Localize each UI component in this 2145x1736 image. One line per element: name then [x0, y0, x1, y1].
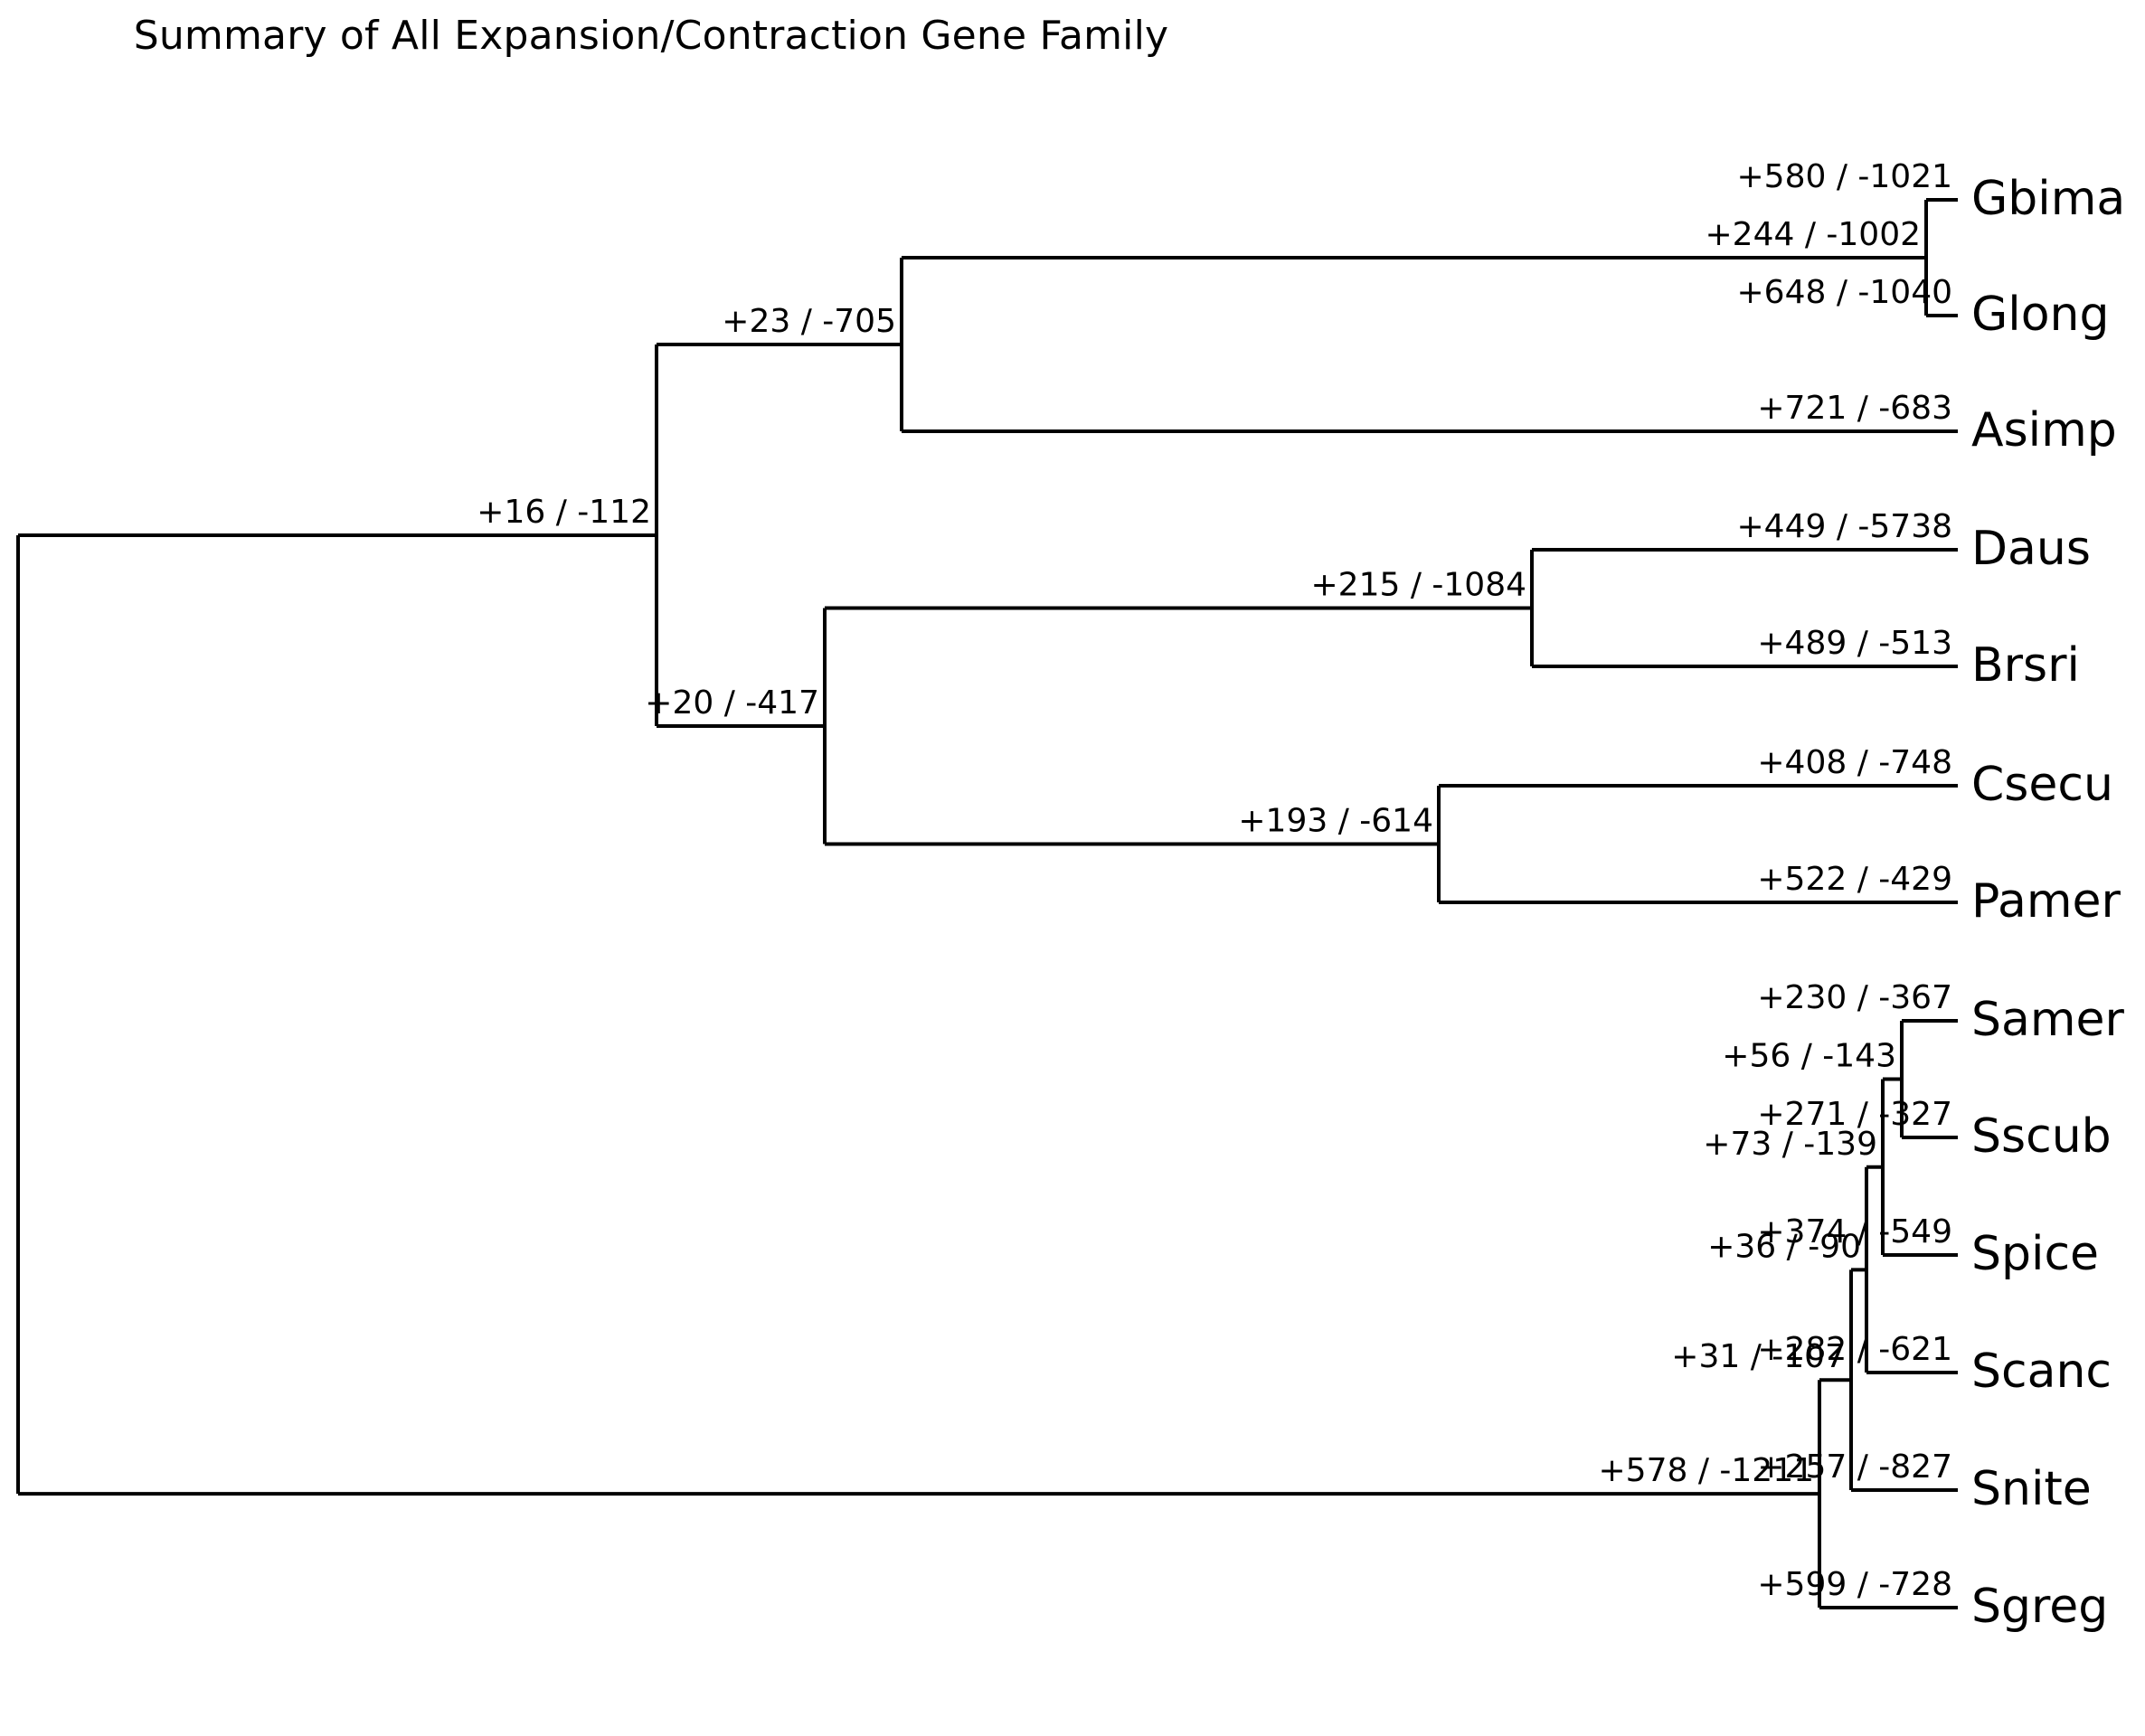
branch-label-Gbima: +580 / -1021: [1737, 158, 1953, 195]
tip-label-sscub: Sscub: [1971, 1109, 2112, 1164]
branch-label-Scanc: +282 / -621: [1757, 1331, 1952, 1368]
tree-branch-labels: +580 / -1021 +648 / -1040 +244 / -1002 +721…: [477, 158, 1952, 1603]
branch-label-N_DBCP: +20 / -417: [645, 684, 819, 722]
branch-label-Glong: +648 / -1040: [1737, 274, 1953, 311]
branch-label-N_SSPC: +36 / -90: [1707, 1228, 1861, 1265]
tip-label-brsri: Brsri: [1971, 638, 2080, 693]
branch-label-Samer: +230 / -367: [1757, 979, 1952, 1016]
tip-label-pamer: Pamer: [1971, 874, 2121, 929]
tip-label-spice: Spice: [1971, 1227, 2099, 1281]
branch-label-Daus: +449 / -5738: [1737, 508, 1953, 545]
branch-label-N_DB: +215 / -1084: [1311, 567, 1527, 604]
branch-label-N_GG: +244 / -1002: [1706, 216, 1922, 253]
branch-label-Sgreg: +599 / -728: [1757, 1566, 1952, 1603]
branch-label-Csecu: +408 / -748: [1757, 744, 1952, 781]
branch-label-Snite: +257 / -827: [1757, 1448, 1952, 1486]
tip-label-scanc: Scanc: [1971, 1344, 2112, 1399]
branch-label-N_SSP: +73 / -139: [1703, 1126, 1877, 1163]
branch-label-Brsri: +489 / -513: [1757, 625, 1952, 662]
tip-label-csecu: Csecu: [1971, 758, 2113, 812]
tip-label-snite: Snite: [1971, 1462, 2092, 1516]
branch-label-Sscub: +271 / -327: [1757, 1096, 1952, 1133]
tip-label-gbima: Gbima: [1971, 172, 2125, 226]
tip-label-asimp: Asimp: [1971, 403, 2117, 458]
branch-label-N_CP: +193 / -614: [1238, 803, 1433, 840]
branch-label-N_SSPCN: +31 / -107: [1671, 1338, 1846, 1375]
branch-label-N_TOP: +16 / -112: [477, 494, 651, 531]
tree-branches: [16, 198, 1958, 1609]
branch-label-Pamer: +522 / -429: [1757, 861, 1952, 898]
branch-label-Asimp: +721 / -683: [1757, 390, 1952, 427]
branch-label-N_GGA: +23 / -705: [722, 303, 896, 340]
tip-label-samer: Samer: [1971, 993, 2125, 1047]
branch-label-N_SALL: +578 / -1211: [1599, 1452, 1815, 1489]
tip-label-daus: Daus: [1971, 522, 2091, 576]
branch-label-Spice: +374 / -549: [1757, 1213, 1952, 1250]
page-title: Summary of All Expansion/Contraction Gen…: [133, 13, 1169, 59]
branch-label-N_SS: +56 / -143: [1722, 1038, 1896, 1075]
tip-label-sgreg: Sgreg: [1971, 1580, 2108, 1634]
tree-tip-labels: GbimaGlongAsimpDausBrsriCsecuPamerSamerS…: [1971, 172, 2125, 1634]
tip-label-glong: Glong: [1971, 288, 2110, 342]
